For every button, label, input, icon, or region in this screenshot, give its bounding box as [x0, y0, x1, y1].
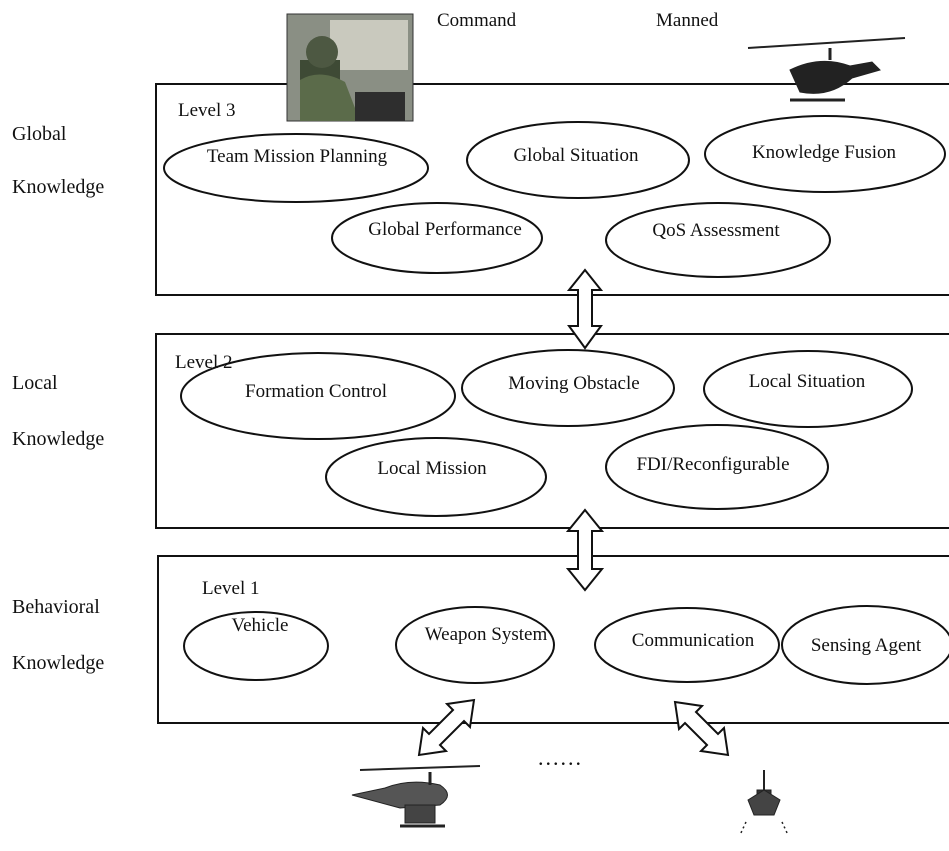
level3-box — [155, 83, 949, 296]
level1-box — [157, 555, 949, 724]
level2-node-label: Formation Control — [245, 381, 387, 402]
level2-node-moving-obstacle — [461, 349, 675, 427]
level2-node-label: Local Situation — [749, 371, 866, 392]
level2-node-formation-control — [180, 352, 456, 440]
level1-node-label: Weapon System — [425, 624, 548, 645]
manned-label: Manned — [656, 10, 719, 31]
level3-node-label: Global Performance — [368, 219, 522, 240]
unmanned-vehicle-image — [739, 770, 789, 836]
unmanned-helicopter-image — [351, 765, 481, 828]
level1-node-label: Vehicle — [232, 615, 289, 636]
command-label: Command — [437, 10, 517, 31]
knowledge-label-local: Knowledge — [12, 428, 104, 450]
level1-node-weapon-system — [395, 606, 555, 684]
level3-node-label: QoS Assessment — [652, 220, 780, 241]
knowledge-label-behavioral: Knowledge — [12, 652, 104, 674]
command-operator-photo — [286, 13, 414, 122]
level3-node-global-performance — [331, 202, 543, 274]
level3-node-qos-assessment — [605, 202, 831, 278]
local-label: Local — [12, 372, 58, 394]
level2-node-label: Moving Obstacle — [508, 373, 639, 394]
level2-title: Level 2 — [175, 352, 233, 373]
level3-node-global-situation — [466, 121, 690, 199]
ellipsis-dots: ...... — [538, 745, 583, 770]
level2-node-label: Local Mission — [377, 458, 487, 479]
level3-node-label: Global Situation — [513, 145, 639, 166]
diagonal-arrow-right — [673, 700, 730, 757]
double-arrow-level2-level1 — [565, 508, 605, 592]
level1-node-label: Communication — [632, 630, 755, 651]
knowledge-label-global: Knowledge — [12, 176, 104, 198]
level3-node-team-mission-planning — [163, 133, 429, 203]
level1-node-label: Sensing Agent — [811, 635, 922, 656]
level2-node-local-situation — [703, 350, 913, 428]
manned-helicopter-image — [747, 37, 906, 102]
level2-node-label: FDI/Reconfigurable — [636, 454, 789, 475]
level3-node-label: Team Mission Planning — [207, 146, 388, 167]
level3-node-knowledge-fusion — [704, 115, 946, 193]
level1-node-sensing-agent — [781, 605, 949, 685]
level3-title: Level 3 — [178, 100, 236, 121]
level2-box — [155, 333, 949, 529]
level1-node-vehicle — [183, 611, 329, 681]
behavioral-label: Behavioral — [12, 596, 100, 618]
level1-node-communication — [594, 607, 780, 683]
level3-node-label: Knowledge Fusion — [752, 142, 897, 163]
diagonal-arrow-left — [417, 698, 476, 757]
global-label: Global — [12, 123, 67, 145]
double-arrow-level3-level2 — [566, 268, 604, 350]
level2-node-local-mission — [325, 437, 547, 517]
level1-title: Level 1 — [202, 578, 260, 599]
level2-node-fdi-reconfigurable — [605, 424, 829, 510]
